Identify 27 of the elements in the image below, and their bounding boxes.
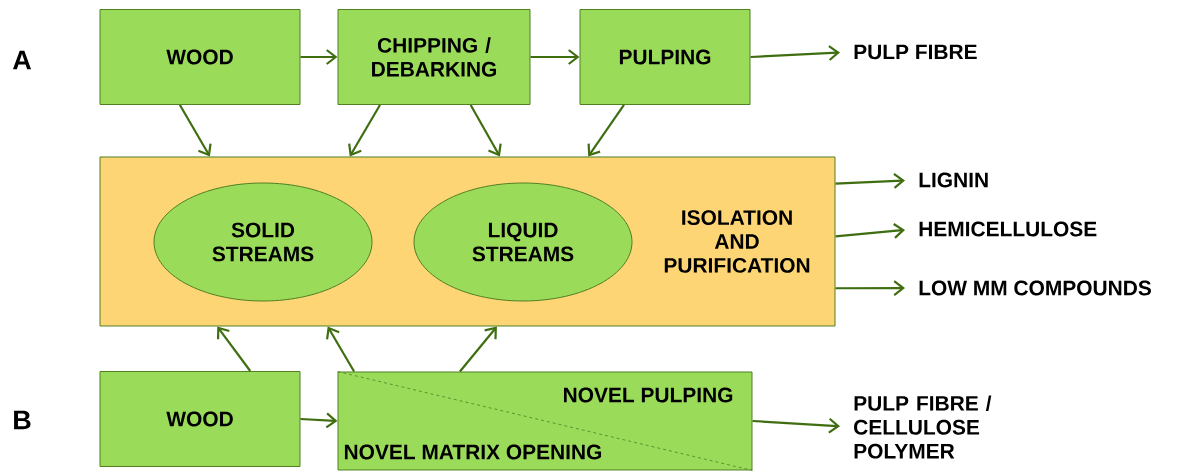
row-letter: B (14, 410, 31, 430)
arrow (216, 326, 252, 372)
arrow (835, 223, 906, 239)
arrow (750, 45, 840, 61)
arrow (326, 326, 356, 373)
arrow (348, 104, 381, 157)
arrow (300, 49, 338, 65)
output-label: PULP FIBRE / CELLULOSE POLYMER (854, 395, 992, 459)
process-box: WOOD (99, 371, 301, 467)
output-label: LOW MM COMPOUNDS (919, 280, 1151, 296)
arrow (459, 326, 497, 373)
arrow (178, 104, 212, 157)
process-box: PULPING (579, 9, 751, 105)
output-label: LIGNIN (919, 172, 988, 188)
arrow (752, 417, 840, 434)
arrow (835, 173, 905, 189)
arrow (300, 412, 338, 429)
output-label: PULP FIBRE (854, 44, 977, 60)
output-label: HEMICELLULOSE (919, 221, 1097, 237)
process-box: WOOD (99, 9, 301, 105)
arrow (587, 104, 625, 157)
arrow (469, 104, 502, 157)
arrow (530, 49, 580, 65)
row-letter: A (12, 50, 31, 70)
process-box: CHIPPING / DEBARKING (337, 9, 531, 105)
process-box: NOVEL PULPING NOVEL MATRIX OPENING (337, 371, 753, 471)
arrow (835, 280, 905, 296)
